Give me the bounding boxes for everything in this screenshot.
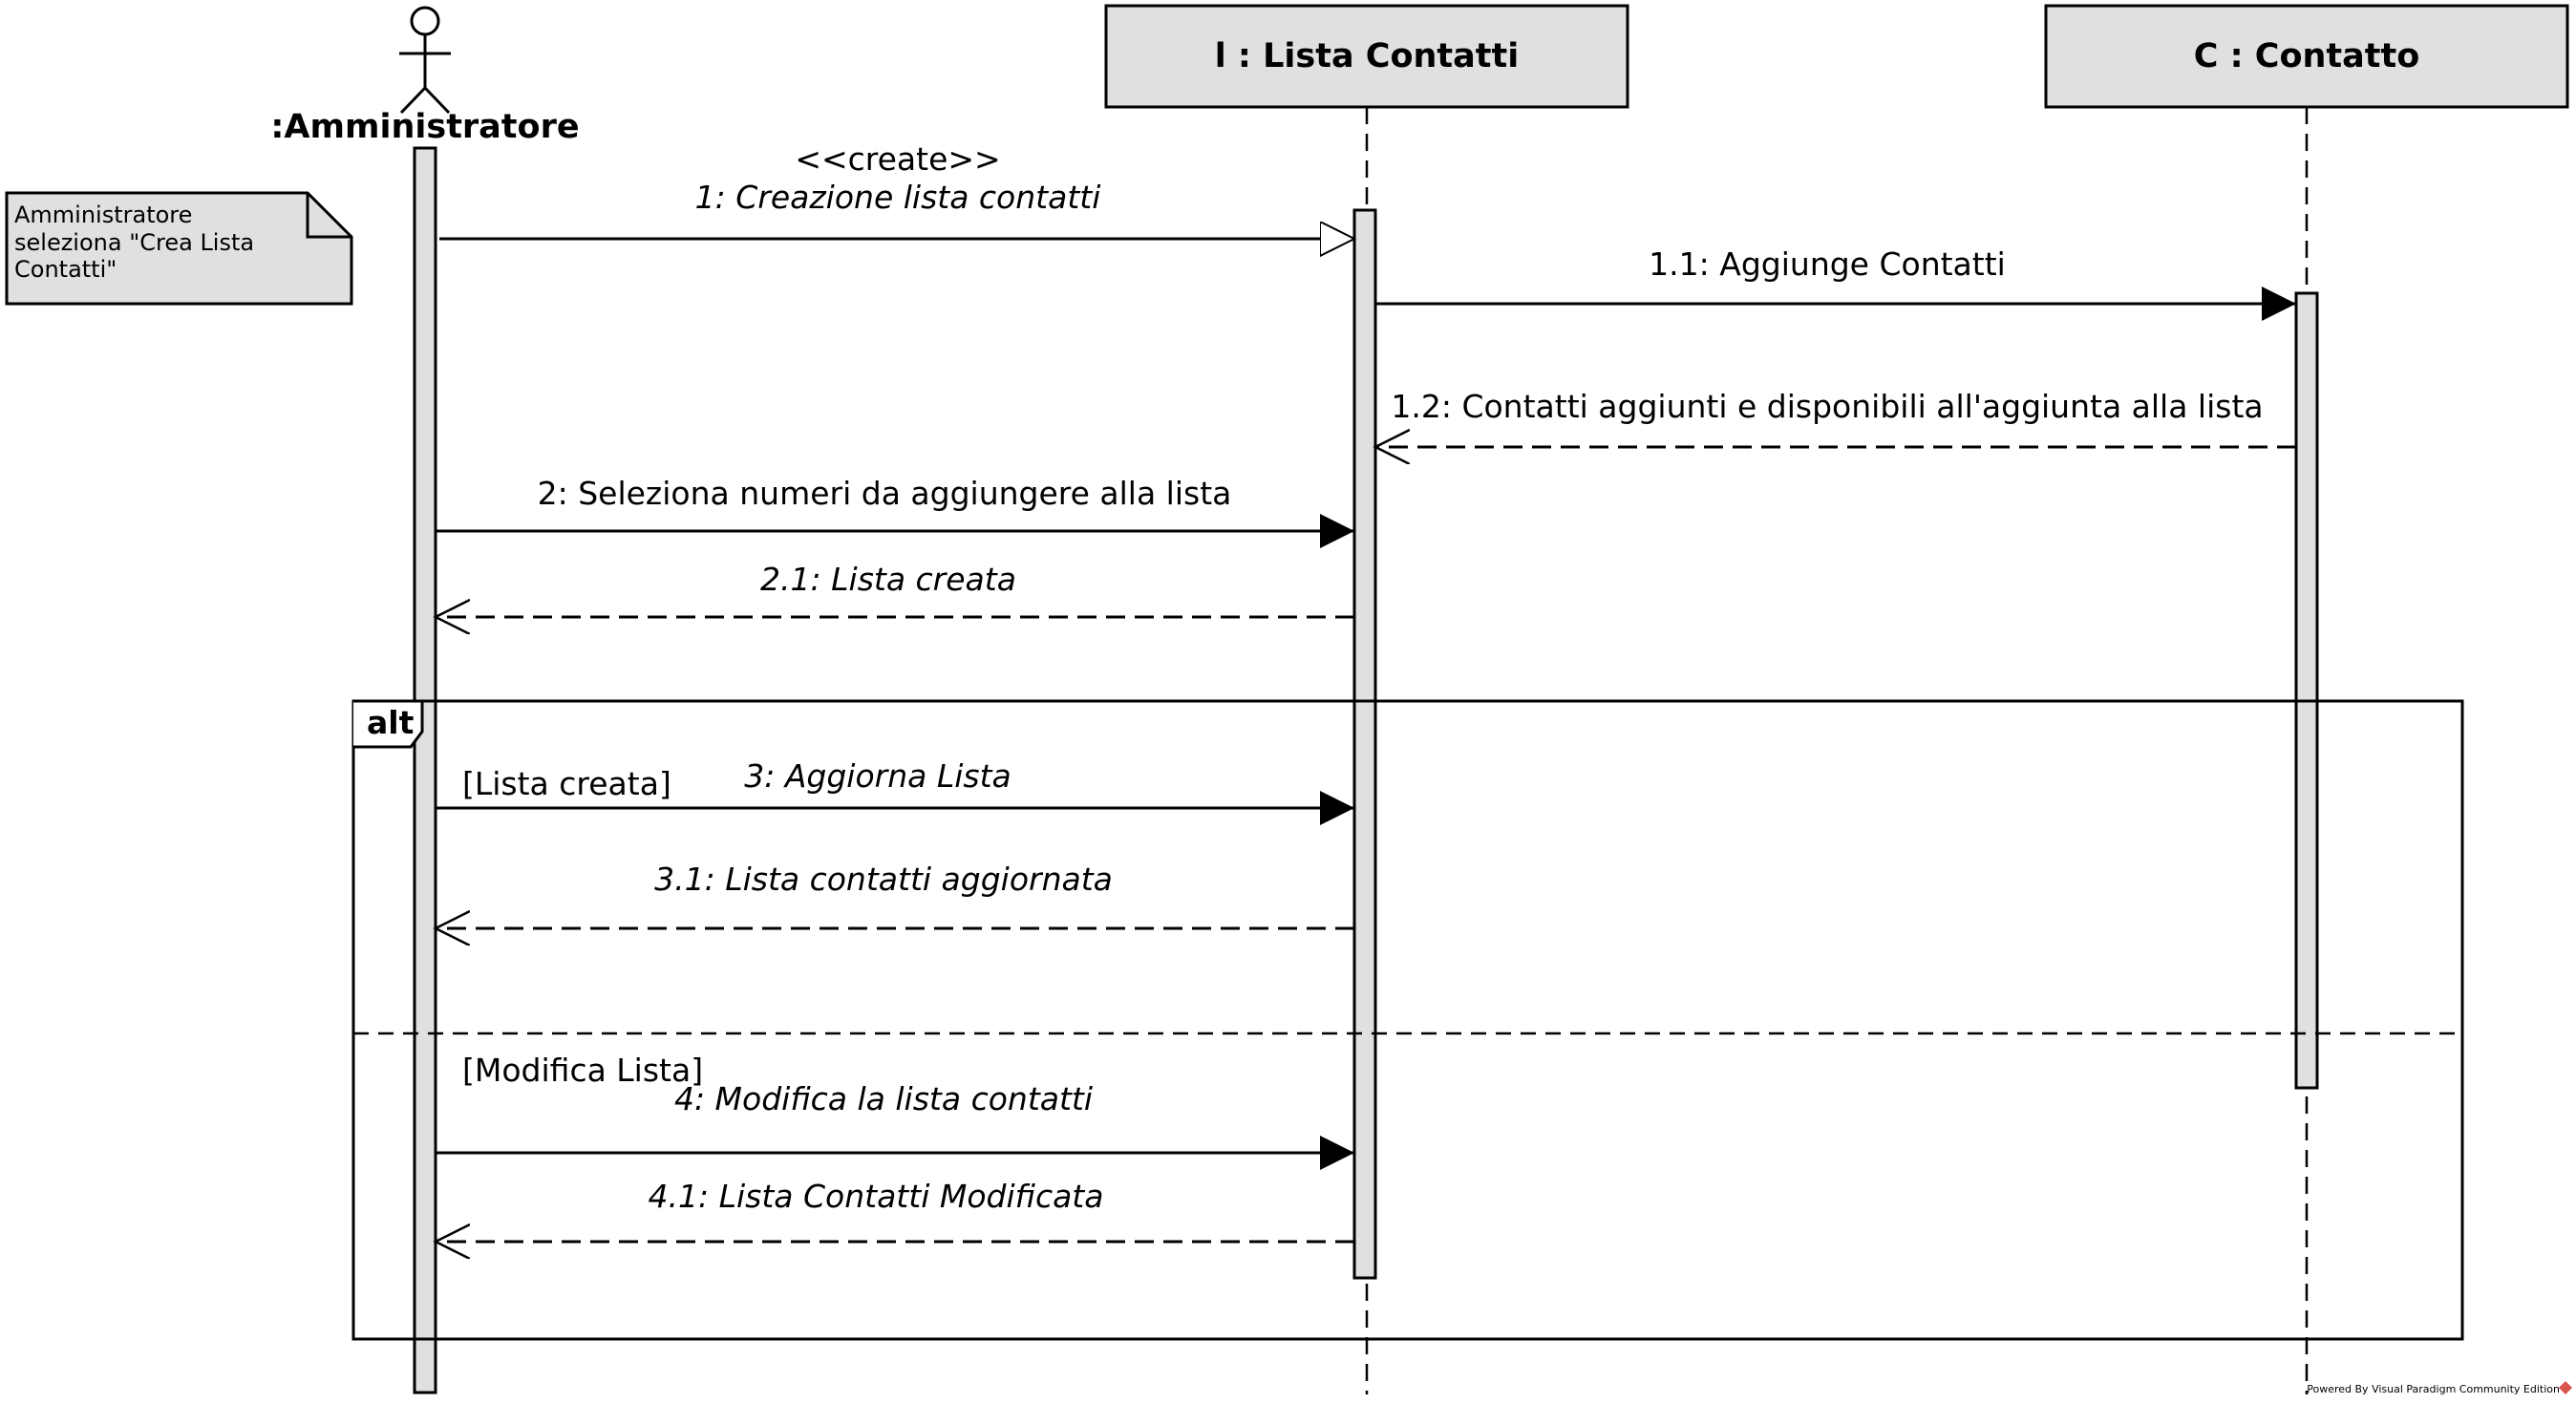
actor-figure <box>399 6 451 115</box>
message-1-2-label: 1.2: Contatti aggiunti e disponibili all… <box>1391 388 2263 425</box>
note-line-2: seleziona "Crea Lista <box>14 229 254 256</box>
note: Amministratore seleziona "Crea Lista Con… <box>5 191 353 306</box>
lifeline-name-lista: l : Lista Contatti <box>1215 37 1520 75</box>
activation-contatto <box>2294 291 2319 1090</box>
actor-name: :Amministratore <box>270 108 579 146</box>
activation-lista <box>1352 208 1377 1280</box>
lifeline-header-lista <box>1104 4 1629 109</box>
message-2-1-label: 2.1: Lista creata <box>760 561 1016 598</box>
message-4-label: 4: Modifica la lista contatti <box>674 1080 1093 1117</box>
message-3-label: 3: Aggiorna Lista <box>744 757 1011 795</box>
note-line-1: Amministratore <box>14 202 192 228</box>
note-line-3: Contatti" <box>14 256 117 283</box>
lifeline-name-contatto: C : Contatto <box>2194 37 2420 75</box>
message-1-label: 1: Creazione lista contatti <box>695 179 1101 216</box>
watermark-logo-icon <box>2559 1381 2572 1394</box>
message-3-1-label: 3.1: Lista contatti aggiornata <box>654 861 1113 898</box>
guard-2: [Modifica Lista] <box>462 1052 703 1089</box>
message-1-1-label: 1.1: Aggiunge Contatti <box>1649 245 2006 283</box>
message-2-label: 2: Seleziona numeri da aggiungere alla l… <box>538 475 1232 512</box>
activation-actor <box>413 146 437 1394</box>
message-4-1-label: 4.1: Lista Contatti Modificata <box>649 1178 1104 1215</box>
watermark: Powered By Visual Paradigm Community Edi… <box>2307 1383 2560 1395</box>
alt-operator: alt <box>367 704 415 741</box>
guard-1: [Lista creata] <box>462 765 671 802</box>
alt-fragment <box>351 699 2464 1341</box>
message-1-stereotype: <<create>> <box>795 140 1000 178</box>
alt-fragment-tab <box>353 699 424 749</box>
